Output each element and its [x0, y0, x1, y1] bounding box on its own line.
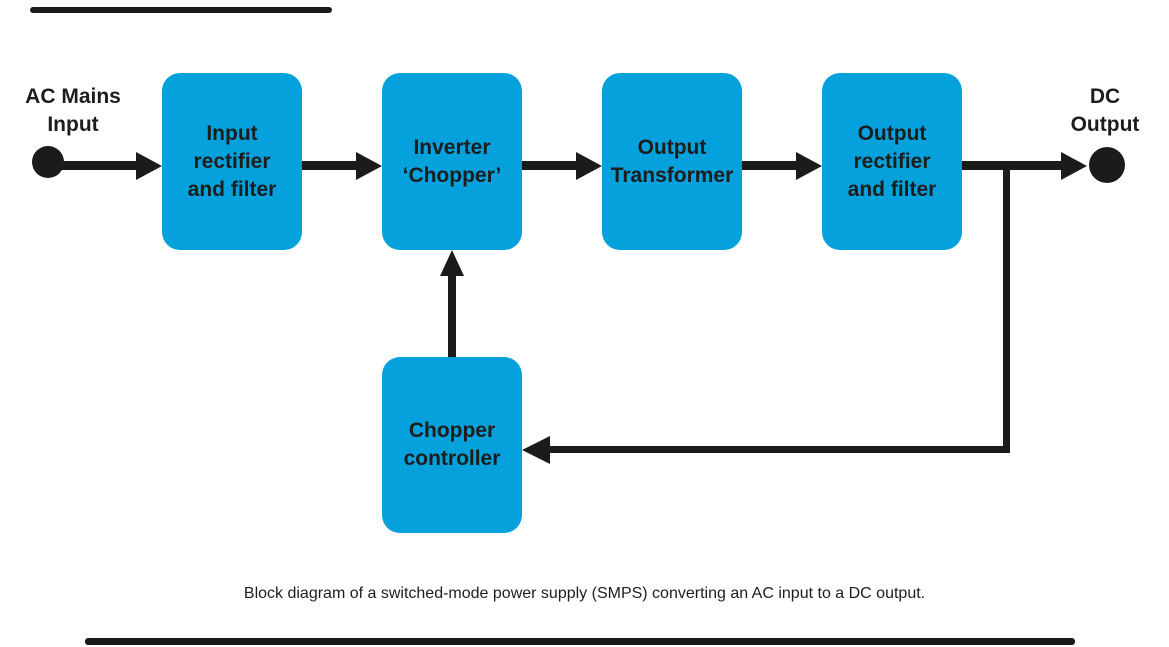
arrow-shaft [302, 161, 357, 170]
feedback-arrow-head-icon [522, 435, 550, 464]
dc-output-terminal-dot [1089, 147, 1125, 183]
block-output-transformer: Output Transformer [602, 73, 742, 250]
dc-output-label: DC Output [1070, 85, 1140, 136]
block-label: Chopper controller [403, 419, 501, 470]
block-input-rectifier-and-filter: Input rectifier and filter [162, 73, 302, 250]
block-label: Inverter ‘Chopper’ [402, 135, 502, 187]
top-edge-rule [30, 7, 332, 13]
arrow-head-icon [136, 151, 162, 180]
arrow-head-icon [356, 151, 382, 180]
feedback-line-vertical [1003, 165, 1010, 453]
block-output-rectifier-and-filter: Output rectifier and filter [822, 73, 962, 250]
arrow-shaft [962, 161, 1062, 170]
block-label: Input rectifier and filter [187, 121, 277, 201]
block-label: Output Transformer [610, 135, 734, 187]
arrow-head-icon [796, 151, 822, 180]
block-label: Output rectifier and filter [847, 121, 937, 201]
block-chopper-controller: Chopper controller [382, 357, 522, 533]
ac-input-terminal-dot [32, 146, 64, 178]
ac-mains-input-label: AC Mains Input [25, 85, 121, 136]
arrow-head-icon [576, 151, 602, 180]
arrow-head-icon [1061, 151, 1087, 180]
arrow-shaft [522, 161, 577, 170]
arrow-shaft [448, 274, 456, 357]
bottom-edge-rule [85, 638, 1075, 645]
feedback-line-horizontal [550, 446, 1010, 453]
figure-caption: Block diagram of a switched-mode power s… [243, 585, 926, 602]
arrow-shaft [742, 161, 797, 170]
block-inverter-chopper: Inverter ‘Chopper’ [382, 73, 522, 250]
arrow-head-icon [440, 250, 464, 276]
arrow-shaft [60, 161, 137, 170]
